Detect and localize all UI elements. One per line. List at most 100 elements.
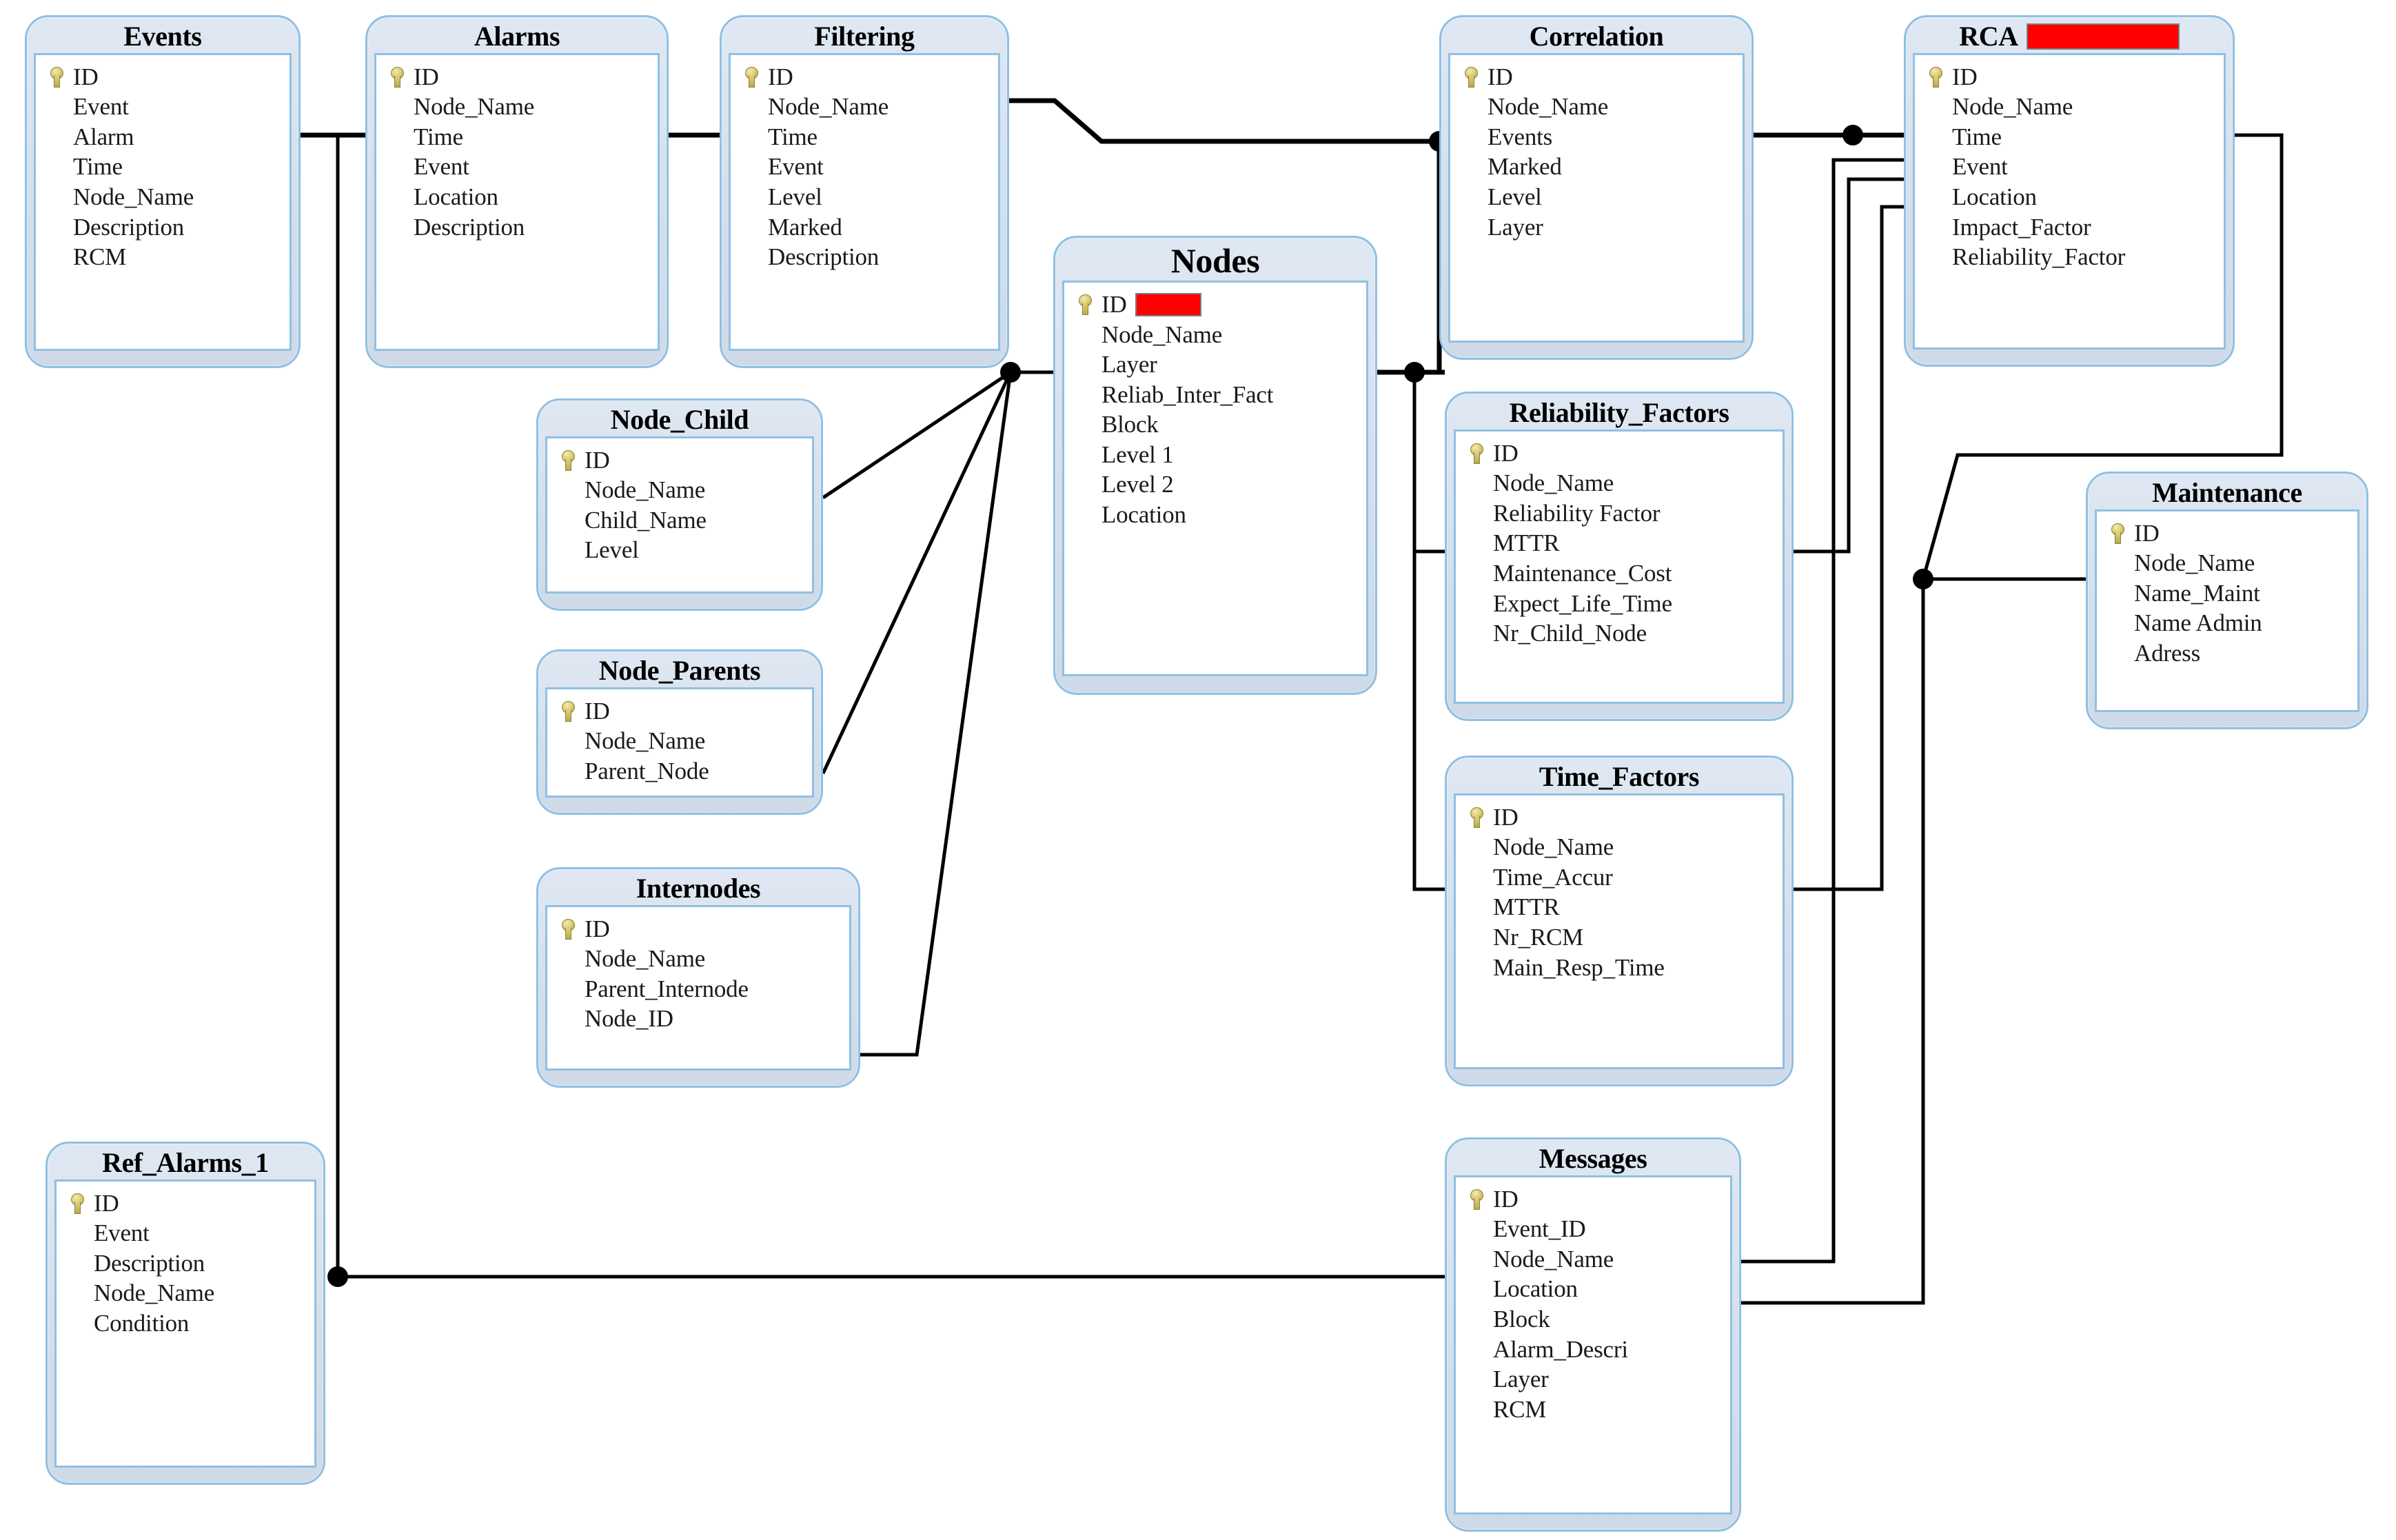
entity-title-text: Reliability_Factors bbox=[1509, 397, 1729, 428]
field-label: Description bbox=[414, 213, 525, 241]
field-label: Parent_Node bbox=[585, 757, 709, 784]
field-label: Block bbox=[1493, 1306, 1550, 1333]
field-row-primary-key: ID bbox=[1464, 802, 1777, 833]
field-row: Node_Name bbox=[44, 182, 284, 212]
field-label: Node_Name bbox=[1488, 93, 1609, 121]
field-label: ID bbox=[585, 697, 610, 725]
field-row: Time_Accur bbox=[1464, 862, 1777, 893]
field-label: Description bbox=[768, 243, 880, 271]
field-row-primary-key: ID bbox=[44, 62, 284, 92]
entity-title-nodes: Nodes bbox=[1062, 242, 1368, 281]
key-icon bbox=[556, 700, 582, 723]
entity-title-text: Maintenance bbox=[2152, 477, 2302, 508]
field-row: Node_Name bbox=[739, 92, 993, 122]
connector-reliability-rca bbox=[1794, 177, 1904, 554]
field-row: Reliability Factor bbox=[1464, 498, 1777, 529]
field-row-primary-key: ID bbox=[556, 914, 844, 944]
field-row: Parent_Internode bbox=[556, 974, 844, 1004]
field-row: Location bbox=[1464, 1274, 1725, 1304]
field-row-primary-key: ID bbox=[1464, 438, 1777, 469]
field-label: Alarm_Descri bbox=[1493, 1335, 1628, 1363]
field-label: ID bbox=[1952, 63, 1978, 90]
field-row-primary-key: ID bbox=[739, 62, 993, 92]
field-row-primary-key: ID bbox=[1459, 62, 1737, 92]
field-row: Node_Name bbox=[1459, 92, 1737, 122]
field-row: Condition bbox=[65, 1308, 309, 1339]
field-label: Node_Name bbox=[414, 93, 535, 121]
field-row: Nr_RCM bbox=[1464, 922, 1777, 953]
field-row: Description bbox=[385, 212, 652, 243]
redaction-block-icon bbox=[1135, 292, 1201, 316]
field-row-primary-key: ID bbox=[1073, 290, 1361, 320]
field-row: Node_Name bbox=[2105, 548, 2352, 578]
field-label: MTTR bbox=[1493, 893, 1560, 921]
field-label: Node_Name bbox=[1493, 469, 1614, 497]
entity-title-text: Node_Parents bbox=[598, 655, 761, 686]
field-label: ID bbox=[1488, 63, 1513, 90]
key-icon bbox=[556, 449, 582, 472]
field-row: Parent_Node bbox=[556, 756, 806, 787]
entity-title-text: Nodes bbox=[1170, 241, 1260, 280]
field-row: Alarm bbox=[44, 122, 284, 152]
key-icon bbox=[556, 918, 582, 941]
field-row: Main_Resp_Time bbox=[1464, 953, 1777, 983]
field-row: Event_ID bbox=[1464, 1214, 1725, 1244]
field-label: ID bbox=[1493, 1185, 1519, 1213]
field-row-primary-key: ID bbox=[1923, 62, 2218, 92]
entity-title-filtering: Filtering bbox=[729, 21, 1000, 53]
field-label: Level bbox=[1488, 183, 1542, 211]
field-label: Description bbox=[94, 1249, 205, 1277]
field-row: RCM bbox=[1464, 1395, 1725, 1425]
entity-title-text: RCA bbox=[1959, 21, 2018, 52]
field-label: Node_Name bbox=[585, 727, 706, 755]
field-label: Layer bbox=[1101, 351, 1157, 378]
field-row: Description bbox=[44, 212, 284, 243]
field-label: Node_Name bbox=[1952, 93, 2073, 121]
field-label: RCM bbox=[73, 243, 127, 271]
field-label: Layer bbox=[1488, 213, 1543, 241]
field-label: ID bbox=[585, 446, 610, 474]
key-icon bbox=[1459, 65, 1485, 89]
entity-title-text: Internodes bbox=[636, 873, 761, 904]
junction-dot bbox=[1404, 362, 1425, 383]
junction-dot bbox=[1000, 362, 1021, 383]
entity-title-maintenance: Maintenance bbox=[2095, 478, 2359, 509]
field-row: Node_ID bbox=[556, 1004, 844, 1034]
field-row: Reliability_Factor bbox=[1923, 242, 2218, 272]
entity-title-messages: Messages bbox=[1454, 1144, 1732, 1175]
field-label: Impact_Factor bbox=[1952, 213, 2091, 241]
entity-title-rca: RCA bbox=[1913, 21, 2226, 53]
entity-title-text: Filtering bbox=[814, 21, 915, 52]
field-row-primary-key: ID bbox=[385, 62, 652, 92]
field-row: Description bbox=[65, 1248, 309, 1279]
field-label: Event_ID bbox=[1493, 1215, 1586, 1243]
field-row-primary-key: ID bbox=[556, 696, 806, 727]
field-label: Node_Name bbox=[585, 945, 706, 973]
field-row: Expect_Life_Time bbox=[1464, 589, 1777, 619]
entity-title-text: Time_Factors bbox=[1539, 761, 1700, 792]
field-label: Reliab_Inter_Fact bbox=[1101, 381, 1274, 408]
key-icon bbox=[1923, 65, 1949, 89]
field-label: Level bbox=[768, 183, 822, 211]
field-row-primary-key: ID bbox=[2105, 518, 2352, 549]
field-label: Node_Name bbox=[73, 183, 194, 211]
